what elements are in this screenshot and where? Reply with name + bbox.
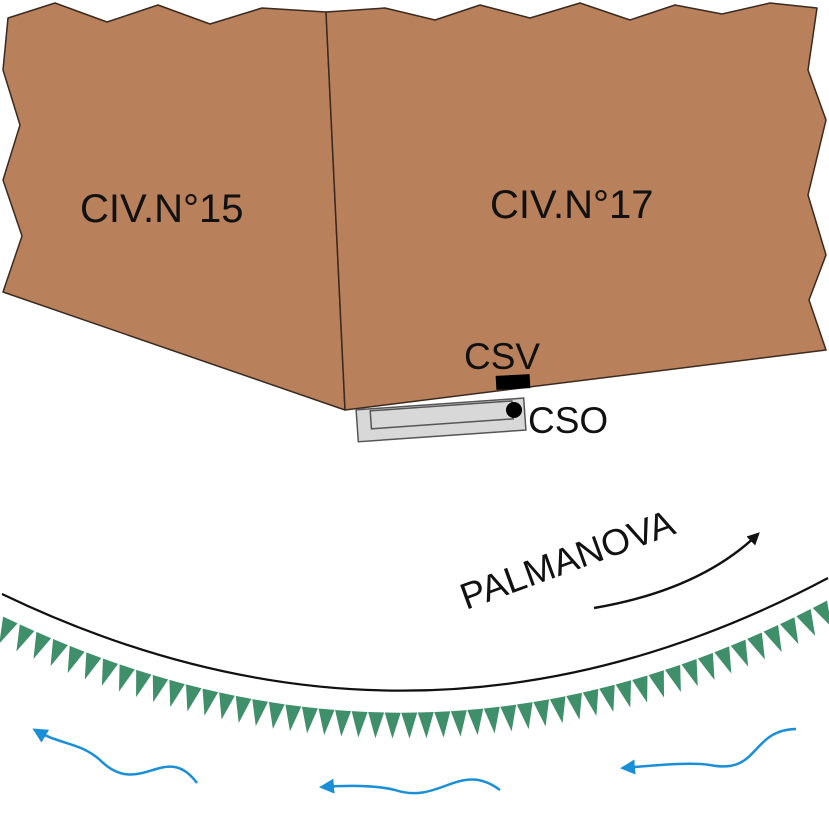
canal-bank-triangle-icon (219, 692, 235, 720)
canal-bank-triangle-icon (384, 712, 401, 739)
canal-bank-triangle-icon (185, 684, 202, 712)
road-edge-line (1, 577, 829, 692)
canal-bank-triangle-icon (533, 699, 550, 727)
canal-bank-triangle-icon (302, 706, 318, 734)
canal-bank-triangle-icon (50, 639, 68, 667)
water-flow-arrow-icon (32, 728, 199, 784)
cso-label: CSO (528, 400, 608, 441)
canal-bank-triangle-icon (84, 652, 102, 680)
canal-bank-triangle-icon (285, 704, 302, 732)
canal-bank-triangle-icon (714, 646, 732, 674)
canal-bank-triangle-icon (500, 704, 517, 732)
canal-bank-triangle-icon (632, 675, 648, 703)
building-label-civ-15: CIV.N°15 (80, 187, 244, 231)
traffic-direction-arrow-icon (593, 532, 760, 610)
building-label-civ-17: CIV.N°17 (490, 183, 654, 227)
canal-bank-triangle-icon (697, 652, 715, 681)
canal-bank-triangle-icon (33, 631, 52, 659)
canal-bank-triangle-icon (467, 708, 484, 736)
canal-bank-triangle-icon (730, 639, 749, 667)
canal-bank-triangle-icon (796, 609, 816, 636)
canal-bank-triangle-icon (101, 658, 119, 686)
building-civ-17 (325, 2, 827, 411)
canal-bank-triangle-icon (566, 692, 582, 720)
canal-bank-triangle-icon (450, 710, 467, 737)
canal-bank-triangle-icon (615, 680, 632, 708)
canal-bank-triangle-icon (779, 617, 799, 645)
canal-bank-triangle-icon (152, 675, 169, 703)
canal-bank-triangle-icon (202, 688, 219, 716)
canal-bank-triangle-icon (235, 695, 252, 723)
canal-bank-triangle-icon (747, 632, 765, 660)
canal-bank-triangle-icon (136, 669, 152, 698)
water-flow-arrow-icon (620, 727, 797, 775)
water-flow-arrow-icon (319, 778, 501, 795)
canal-bank-triangle-icon (665, 664, 681, 693)
canal-bank-triangle-icon (118, 664, 135, 692)
canal-bank-triangle-icon (268, 701, 285, 729)
canal-bank-triangle-icon (417, 712, 434, 739)
canal-bank-triangle-icon (549, 696, 566, 724)
canal-bank-triangle-icon (368, 712, 385, 739)
canal-bank-triangle-icon (763, 624, 782, 652)
csv-label: CSV (464, 336, 540, 377)
canal-bank-triangle-icon (648, 670, 665, 698)
canal-bank-triangle-icon (169, 679, 185, 708)
csv-meter-marker (495, 374, 531, 390)
canal-bank-triangle-icon (252, 699, 269, 727)
canal-bank-triangle-icon (582, 688, 599, 717)
canal-bank-triangle-icon (681, 659, 698, 687)
canal-bank-triangle-icon (318, 708, 335, 736)
cso-meter-marker (506, 402, 522, 418)
street-name-label: PALMANOVA (455, 502, 681, 618)
canal-bank-triangle-icon (483, 706, 500, 734)
canal-bank-triangle-icon (812, 600, 829, 625)
canal-bank-triangle-icon (516, 702, 533, 730)
canal-bank-triangle-icon (16, 624, 35, 652)
canal-bank-triangle-icon (401, 712, 418, 739)
canal-bank-triangle-icon (599, 684, 615, 712)
canal-bank-triangle-icon (351, 711, 368, 738)
canal-bank (0, 600, 829, 739)
canal-bank-triangle-icon (335, 709, 352, 737)
canal-bank-triangle-icon (0, 616, 18, 643)
canal-bank-triangle-icon (67, 645, 85, 674)
canal-bank-triangle-icon (434, 711, 451, 738)
